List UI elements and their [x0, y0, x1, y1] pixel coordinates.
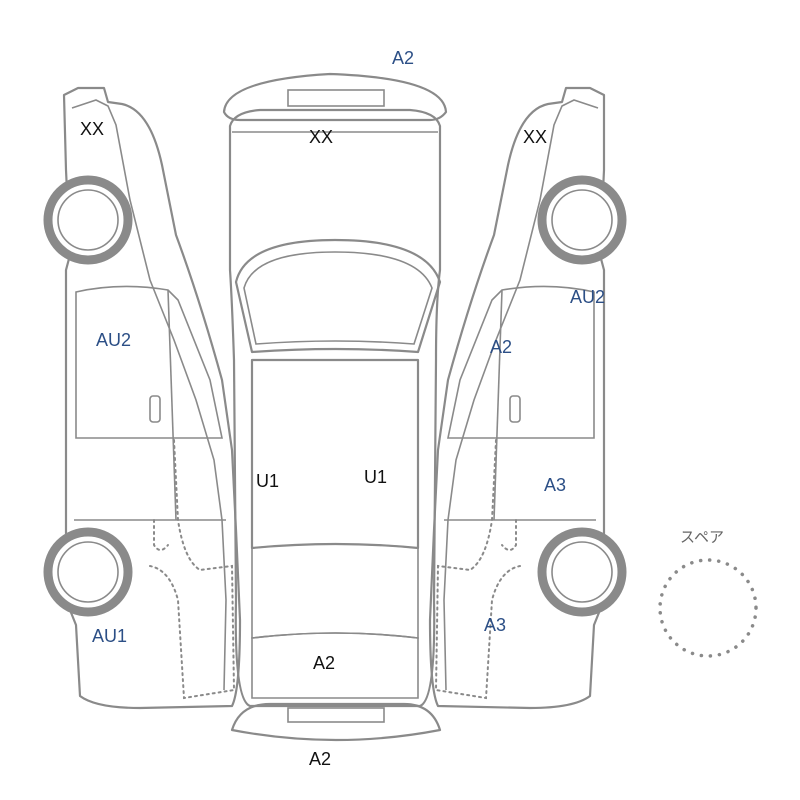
front-bumper-outline [222, 72, 448, 122]
label-left-front-door: AU2 [96, 330, 131, 350]
left-side-view [43, 86, 242, 710]
label-roof-right: U1 [364, 467, 387, 487]
windshield-inner [243, 251, 433, 345]
left-door-handle [149, 395, 161, 423]
right-side-body-outline [428, 86, 606, 710]
label-roof-left: U1 [256, 471, 279, 491]
spare-tire: スペア [658, 528, 758, 658]
left-side-inner-outline [71, 99, 227, 691]
label-left-front-fender: XX [80, 119, 104, 139]
label-trunk: A2 [313, 653, 335, 673]
label-left-rear-quarter: AU1 [92, 626, 127, 646]
trunk-outline [251, 632, 419, 699]
right-side-hidden-panel [434, 439, 521, 700]
rear-window-outline [251, 543, 419, 639]
label-right-front-pillar: AU2 [570, 287, 605, 307]
label-right-front-fender: XX [523, 127, 547, 147]
top-view [222, 72, 448, 742]
label-front-bumper: A2 [392, 48, 414, 68]
left-side-body-outline [62, 86, 242, 710]
right-front-door-window [447, 285, 595, 439]
spare-tire-circle [658, 558, 758, 658]
roof-outline [250, 358, 420, 550]
left-door-divider [167, 289, 177, 521]
right-rear-wheel-rim [551, 541, 613, 603]
rear-bumper-outline [230, 702, 442, 742]
front-grille [287, 89, 385, 107]
spare-label: スペア [680, 528, 724, 546]
left-side-hidden-detail [153, 519, 169, 551]
right-front-wheel-rim [551, 189, 613, 251]
right-door-handle [509, 395, 521, 423]
left-front-wheel-rim [57, 189, 119, 251]
label-right-rear-door: A3 [544, 475, 566, 495]
label-hood: XX [309, 127, 333, 147]
left-front-door-window [75, 285, 223, 439]
right-side-view [428, 86, 627, 710]
rear-plate-area [287, 707, 385, 723]
windshield-outline [234, 238, 442, 354]
right-door-divider [493, 289, 503, 521]
left-side-hidden-panel [149, 439, 236, 700]
label-right-front-door: A2 [490, 337, 512, 357]
damage-labels: XX AU2 AU1 A2 XX U1 U1 A2 A2 XX AU2 A2 A… [80, 48, 605, 769]
right-side-inner-outline [443, 99, 599, 691]
label-right-rear-quarter: A3 [484, 615, 506, 635]
top-body-outline [228, 108, 442, 708]
label-rear-bumper: A2 [309, 749, 331, 769]
left-rear-wheel-rim [57, 541, 119, 603]
right-side-hidden-detail [501, 519, 517, 551]
